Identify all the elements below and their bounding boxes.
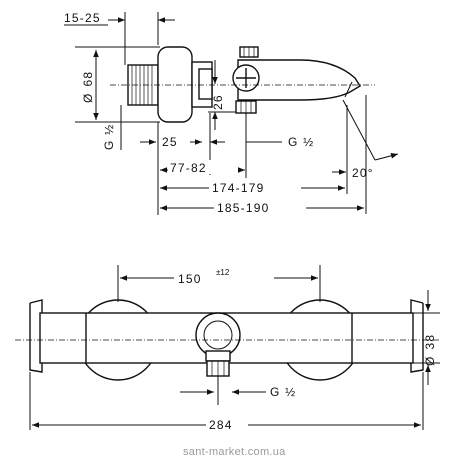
dim-38: Ø38	[423, 334, 437, 366]
dim-150: 150	[178, 272, 202, 286]
dim-26: 26	[211, 94, 225, 110]
bottom-dimensions: 150 ±12 Ø38 G ½ 284	[29, 265, 440, 432]
dim-g-left: G ½	[102, 124, 116, 150]
spout	[237, 59, 361, 101]
rosette	[157, 46, 193, 123]
dim-174-179: 174-179	[212, 181, 264, 195]
top-dimensions: 15-25 Ø68 G ½ 26 25 G ½ 77-8	[64, 11, 399, 215]
dim-68: Ø68	[81, 71, 95, 103]
dim-77-82: 77-82	[170, 161, 207, 175]
bottom-front-view	[15, 299, 440, 381]
dim-15-25: 15-25	[64, 11, 101, 25]
dim-20-deg: 20°	[352, 166, 374, 180]
dim-150-tolerance: ±12	[216, 268, 230, 277]
top-side-view	[110, 46, 375, 140]
watermark: sant-market.com.ua	[183, 446, 286, 458]
dim-185-190: 185-190	[217, 201, 269, 215]
dim-284: 284	[209, 418, 233, 432]
dim-g-right: G ½	[288, 135, 314, 149]
dim-g-bottom: G ½	[270, 385, 296, 399]
dim-25: 25	[162, 135, 178, 149]
